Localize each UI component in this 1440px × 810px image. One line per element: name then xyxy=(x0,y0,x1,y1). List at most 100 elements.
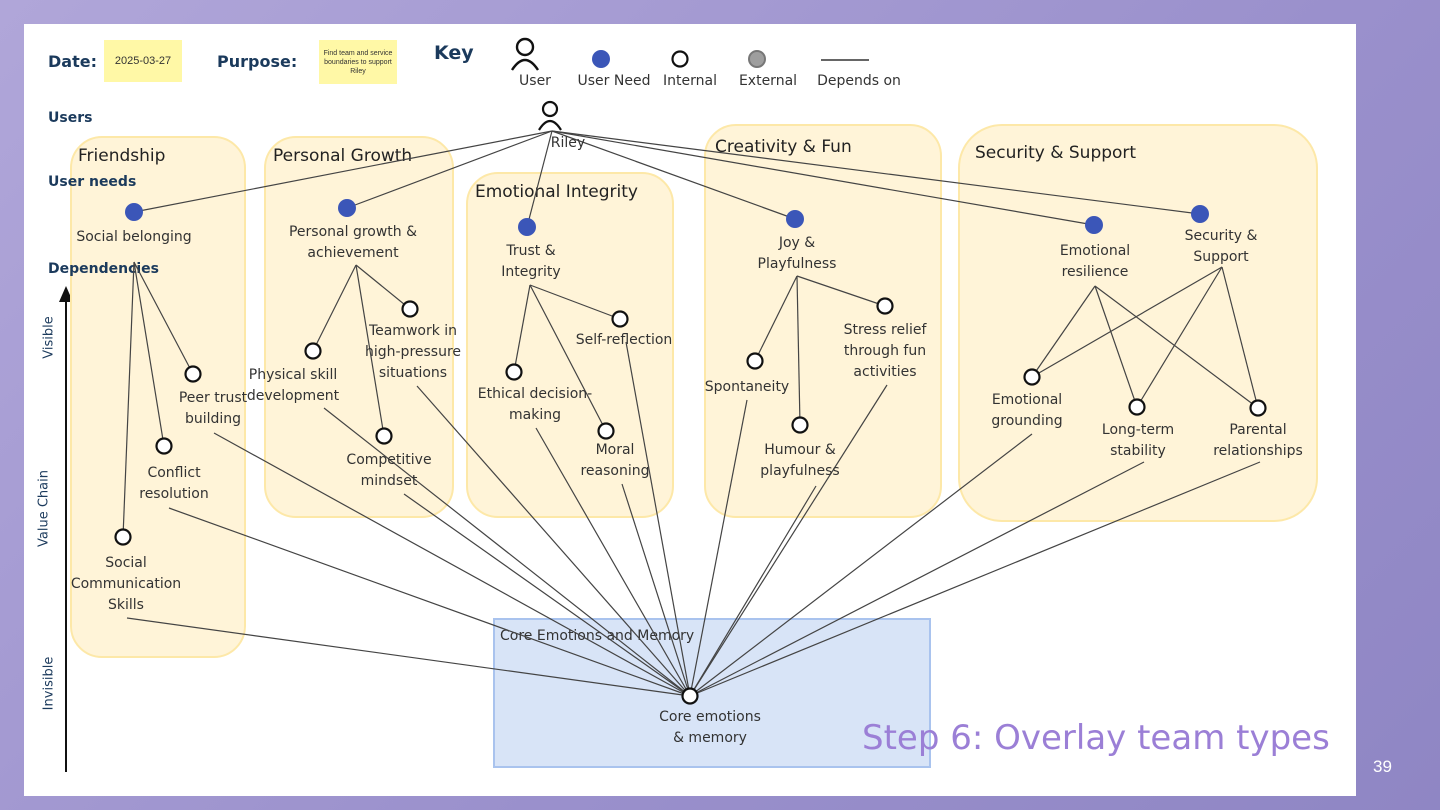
dep-label-ethical-decision-making: Ethical decision- making xyxy=(477,386,593,423)
lane-label-dependencies: Dependencies xyxy=(48,261,160,277)
link-parental-to-core xyxy=(689,461,1261,697)
dep-label-moral-reasoning: Moral reasoning xyxy=(580,442,650,479)
wardley-map-canvas: Date: 2025-03-27 Purpose: Find team and … xyxy=(24,24,1356,796)
lane-label-users: Users xyxy=(48,110,93,126)
dep-node-emotional-grounding[interactable] xyxy=(1023,368,1041,386)
link-stress-relief-to-core xyxy=(689,384,888,697)
link-emotional-resilience-to-parental xyxy=(1094,285,1259,409)
date-sticky-note: 2025-03-27 xyxy=(104,40,182,82)
group-title-core-emotions-memory: Core Emotions and Memory xyxy=(500,628,695,644)
dep-node-self-reflection[interactable] xyxy=(611,310,629,328)
need-node-social-belonging[interactable] xyxy=(125,203,143,221)
link-spontaneity-to-core xyxy=(689,399,748,697)
dep-node-parental[interactable] xyxy=(1249,399,1267,417)
link-conflict-resolution-to-core xyxy=(168,507,691,697)
link-trust-integrity-to-ethical xyxy=(513,284,531,373)
dep-node-peer-trust[interactable] xyxy=(184,365,202,383)
group-title-security-support: Security & Support xyxy=(975,143,1137,163)
need-node-emotional-resilience[interactable] xyxy=(1085,216,1103,234)
dep-node-humour[interactable] xyxy=(791,416,809,434)
need-label-security-support: Security & Support xyxy=(1184,228,1258,265)
key-internal-icon xyxy=(671,50,689,68)
link-trust-integrity-to-self-reflection xyxy=(529,284,621,320)
dep-node-core[interactable] xyxy=(681,687,699,705)
dep-node-competitive[interactable] xyxy=(375,427,393,445)
dep-label-physical-skill-development: Physical skill development xyxy=(246,367,340,404)
group-core-emotions-memory xyxy=(493,618,931,768)
group-title-emotional-integrity: Emotional Integrity xyxy=(475,182,638,202)
dep-node-ethical[interactable] xyxy=(505,363,523,381)
key-depends-on-line-icon xyxy=(821,59,869,61)
riley-user-icon xyxy=(538,100,562,131)
link-social-belonging-to-conflict-resolution xyxy=(133,261,165,447)
dep-label-self-reflection: Self-reflection xyxy=(575,332,673,348)
link-riley-to-joy-playfulness xyxy=(551,130,796,220)
link-emotional-resilience-to-long-term xyxy=(1094,285,1138,408)
link-riley-to-trust-integrity xyxy=(526,130,553,228)
key-label-user: User xyxy=(519,73,551,89)
link-riley-to-social-belonging xyxy=(133,130,553,213)
link-self-reflection-to-core xyxy=(625,341,691,697)
group-title-creativity-fun: Creativity & Fun xyxy=(715,137,852,157)
lane-label-user-needs: User needs xyxy=(48,174,137,190)
dep-node-physical-skill[interactable] xyxy=(304,342,322,360)
date-label: Date: xyxy=(48,52,97,71)
link-humour-to-core xyxy=(689,485,817,697)
link-social-belonging-to-social-comm xyxy=(122,261,135,538)
link-joy-playfulness-to-stress-relief xyxy=(796,275,886,307)
link-riley-to-security-support xyxy=(551,130,1201,215)
purpose-sticky-note: Find team and service boundaries to supp… xyxy=(319,40,397,84)
link-competitive-to-core xyxy=(403,493,691,697)
dep-label-spontaneity: Spontaneity xyxy=(704,379,790,395)
need-label-personal-growth: Personal growth & achievement xyxy=(288,224,418,261)
dep-label-teamwork-high-pressure: Teamwork in high-pressure situations xyxy=(364,323,462,381)
dep-node-spontaneity[interactable] xyxy=(746,352,764,370)
group-personal-growth xyxy=(264,136,454,518)
dep-label-core-emotions-memory: Core emotions & memory xyxy=(659,709,761,746)
page-number: 39 xyxy=(1373,757,1392,776)
dependency-links xyxy=(122,130,1261,697)
link-riley-to-personal-growth xyxy=(346,130,553,209)
group-title-friendship: Friendship xyxy=(78,146,166,166)
link-emotional-resilience-to-emotional-grounding xyxy=(1031,285,1096,378)
link-security-support-to-long-term xyxy=(1136,266,1223,408)
dep-node-moral[interactable] xyxy=(597,422,615,440)
step-title: Step 6: Overlay team types xyxy=(862,718,1330,758)
link-social-belonging-to-peer-trust xyxy=(133,261,194,375)
group-title-personal-growth: Personal Growth xyxy=(273,146,413,166)
link-security-support-to-emotional-grounding xyxy=(1031,266,1223,378)
key-label-external: External xyxy=(738,73,798,89)
need-label-trust-integrity: Trust & Integrity xyxy=(501,243,561,280)
dep-node-stress-relief[interactable] xyxy=(876,297,894,315)
key-title: Key xyxy=(434,42,474,64)
key-label-depends-on: Depends on xyxy=(817,73,901,89)
link-ethical-to-core xyxy=(535,427,691,697)
need-node-joy-playfulness[interactable] xyxy=(786,210,804,228)
group-emotional-integrity xyxy=(466,172,674,518)
link-long-term-to-core xyxy=(689,461,1145,697)
key-user-need-icon xyxy=(592,50,610,68)
dep-node-conflict-resolution[interactable] xyxy=(155,437,173,455)
user-label-riley: Riley xyxy=(550,135,586,151)
link-teamwork-to-core xyxy=(416,385,691,697)
need-node-security-support[interactable] xyxy=(1191,205,1209,223)
key-label-user-need: User Need xyxy=(577,73,651,89)
dep-node-long-term[interactable] xyxy=(1128,398,1146,416)
dep-label-competitive-mindset: Competitive mindset xyxy=(346,452,432,489)
need-label-emotional-resilience: Emotional resilience xyxy=(1059,243,1131,280)
dep-label-social-communication-skills: Social Communication Skills xyxy=(70,555,182,613)
link-personal-growth-to-competitive xyxy=(355,264,385,437)
dep-label-conflict-resolution: Conflict resolution xyxy=(139,465,209,502)
dep-node-social-comm[interactable] xyxy=(114,528,132,546)
link-riley-to-emotional-resilience xyxy=(551,130,1095,226)
dep-label-parental-relationships: Parental relationships xyxy=(1213,422,1303,459)
dep-label-humour-playfulness: Humour & playfulness xyxy=(760,442,840,479)
dep-label-long-term-stability: Long-term stability xyxy=(1101,422,1175,459)
need-node-trust-integrity[interactable] xyxy=(518,218,536,236)
need-node-personal-growth[interactable] xyxy=(338,199,356,217)
key-label-internal: Internal xyxy=(663,73,717,89)
dep-node-teamwork[interactable] xyxy=(401,300,419,318)
dep-label-peer-trust-building: Peer trust building xyxy=(178,390,248,427)
dep-label-emotional-grounding: Emotional grounding xyxy=(991,392,1063,429)
link-joy-playfulness-to-spontaneity xyxy=(754,275,798,362)
